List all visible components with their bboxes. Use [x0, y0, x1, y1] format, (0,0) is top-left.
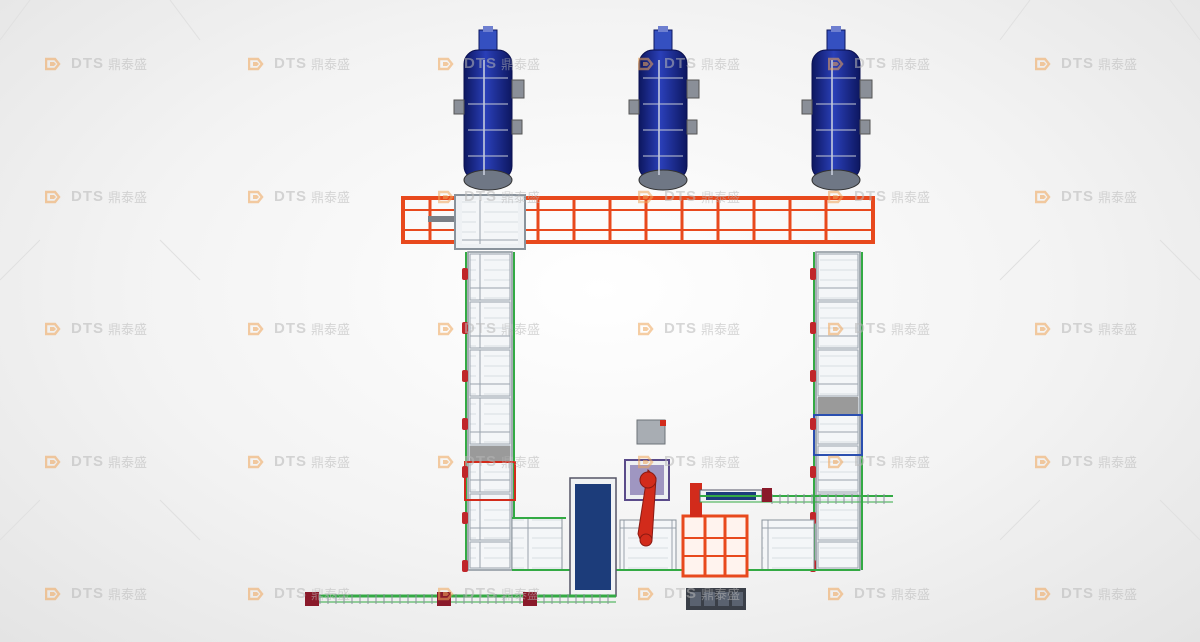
- tanks-group: [453, 26, 873, 191]
- control-cabinet: [686, 588, 746, 610]
- orange-gantry-frame: [401, 194, 875, 250]
- right-vertical-conveyor: [810, 251, 863, 572]
- palletizer-frame: [681, 483, 749, 578]
- robot-cell: [624, 419, 670, 547]
- left-vertical-conveyor: [462, 251, 516, 572]
- tank-1: [453, 26, 525, 191]
- gantry-drive: [428, 216, 454, 222]
- side-infeed-conveyor: [699, 488, 893, 504]
- tank-3: [801, 26, 873, 191]
- tank-2: [628, 26, 700, 191]
- pallet-dispenser-panel: [569, 477, 617, 597]
- background-lines: [0, 0, 1200, 541]
- bottom-long-rail: [305, 592, 616, 606]
